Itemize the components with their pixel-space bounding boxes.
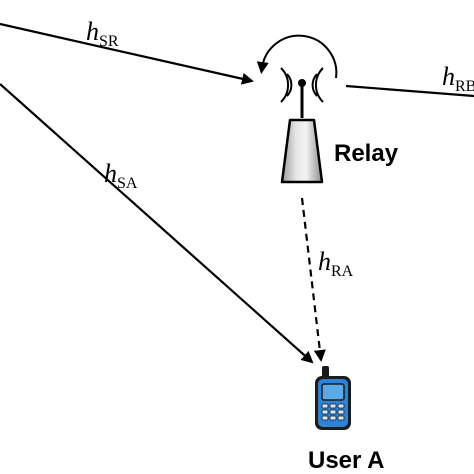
label-h-ra: hRA	[318, 247, 354, 280]
mobile-phone-icon	[315, 366, 351, 430]
label-h-sa: hSA	[104, 159, 138, 192]
self-interference-arrow	[256, 34, 338, 79]
label-h-rb: hRB	[442, 62, 474, 95]
link-ra-arrow	[300, 197, 326, 362]
link-sr-arrow	[0, 22, 254, 85]
relay-label: Relay	[334, 140, 399, 167]
user-a-label: User A	[308, 447, 384, 474]
label-h-sr: hSR	[86, 17, 119, 50]
link-sa-arrow	[0, 83, 314, 364]
relay-antenna-icon	[280, 67, 324, 184]
link-rb-line	[345, 84, 474, 98]
